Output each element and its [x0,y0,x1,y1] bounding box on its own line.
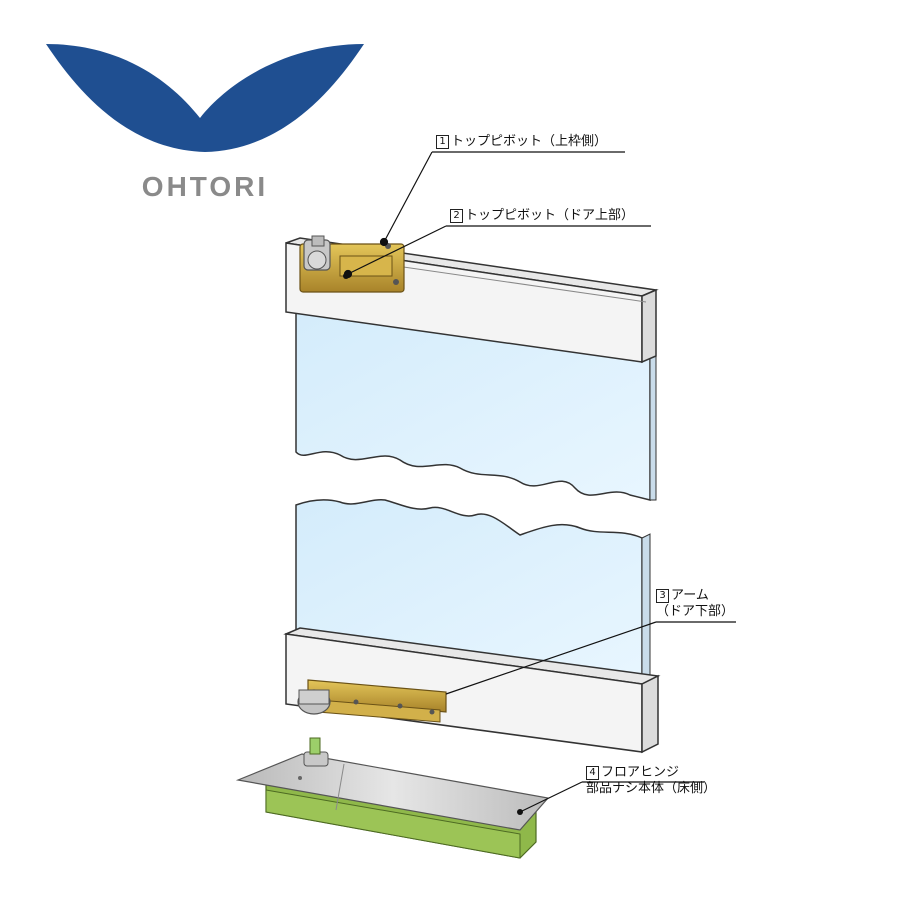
floor-hinge-body [235,737,550,859]
callout-4-number: 4 [586,766,599,780]
callout-2-number: 2 [450,209,463,223]
door-glass-lower [295,499,651,681]
leader-2 [347,225,651,275]
logo-text: OHTORI [142,171,268,202]
callout-3-subtext: （ドア下部） [656,604,735,619]
callout-4-subtext: 部品ナシ本体（床側） [586,781,717,796]
callout-4-text: フロアヒンジ [601,765,680,780]
ohtori-logo: OHTORI [46,44,364,202]
callout-2-text: トップピボット（ドア上部） [465,208,635,223]
logo-mark [46,44,364,152]
callout-1-number: 1 [436,135,449,149]
top-pivot-hardware [299,235,405,293]
callout-3-text: アーム [671,588,709,603]
callout-3-number: 3 [656,589,669,603]
leader-1 [383,151,625,243]
callout-1-text: トップピボット（上枠側） [451,134,608,149]
door-glass-upper [295,309,657,501]
leader-lines [343,151,736,813]
arm-hardware [297,679,447,723]
leader-4 [519,781,704,813]
leader-3 [445,621,736,695]
